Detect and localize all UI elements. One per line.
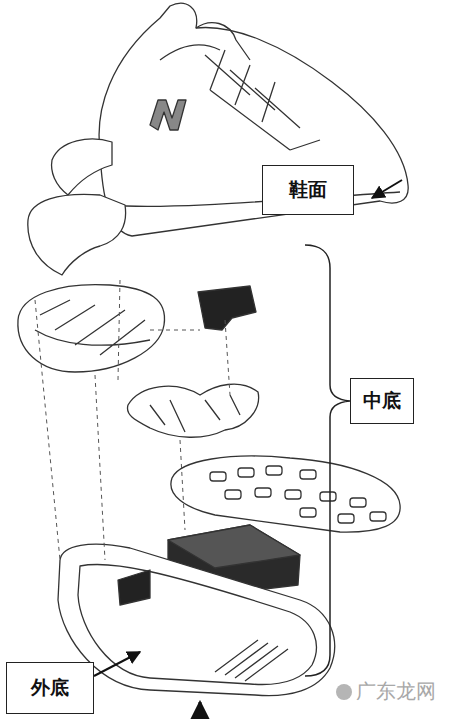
label-box: 外底 — [6, 662, 94, 714]
outsole-cutout — [118, 570, 150, 605]
shoe-logo — [150, 100, 186, 130]
outsole-treads — [215, 640, 288, 681]
insole-piece — [18, 285, 165, 372]
leader-arrow — [199, 702, 202, 712]
midsole-plate — [171, 456, 400, 532]
shoe-upper — [99, 3, 408, 236]
midsole-bracket — [305, 245, 350, 676]
watermark-icon — [336, 684, 352, 700]
leader-arrow — [372, 180, 402, 198]
shoe-sole-line — [108, 192, 400, 206]
label-box: 鞋面 — [262, 165, 354, 215]
plate-holes — [210, 466, 386, 523]
label-box: 中底 — [350, 378, 414, 424]
outsole-inner — [78, 564, 316, 684]
insole-cells — [35, 300, 150, 355]
part-label: 鞋面 — [289, 177, 327, 203]
shank-piece — [127, 384, 258, 437]
heel-cap — [52, 139, 112, 195]
shoe-collar — [160, 45, 220, 60]
leader-arrow — [94, 652, 140, 676]
shoe-laces — [205, 50, 320, 150]
dashed-guides — [35, 280, 230, 560]
outsole — [58, 544, 335, 695]
watermark: 广东龙网 — [356, 678, 436, 705]
dark-insert — [198, 286, 256, 330]
part-label: 外底 — [31, 675, 69, 701]
shank-ribs — [150, 395, 240, 432]
cushion-top — [168, 525, 300, 568]
heel-counter — [28, 194, 126, 275]
part-label: 中底 — [363, 388, 401, 414]
